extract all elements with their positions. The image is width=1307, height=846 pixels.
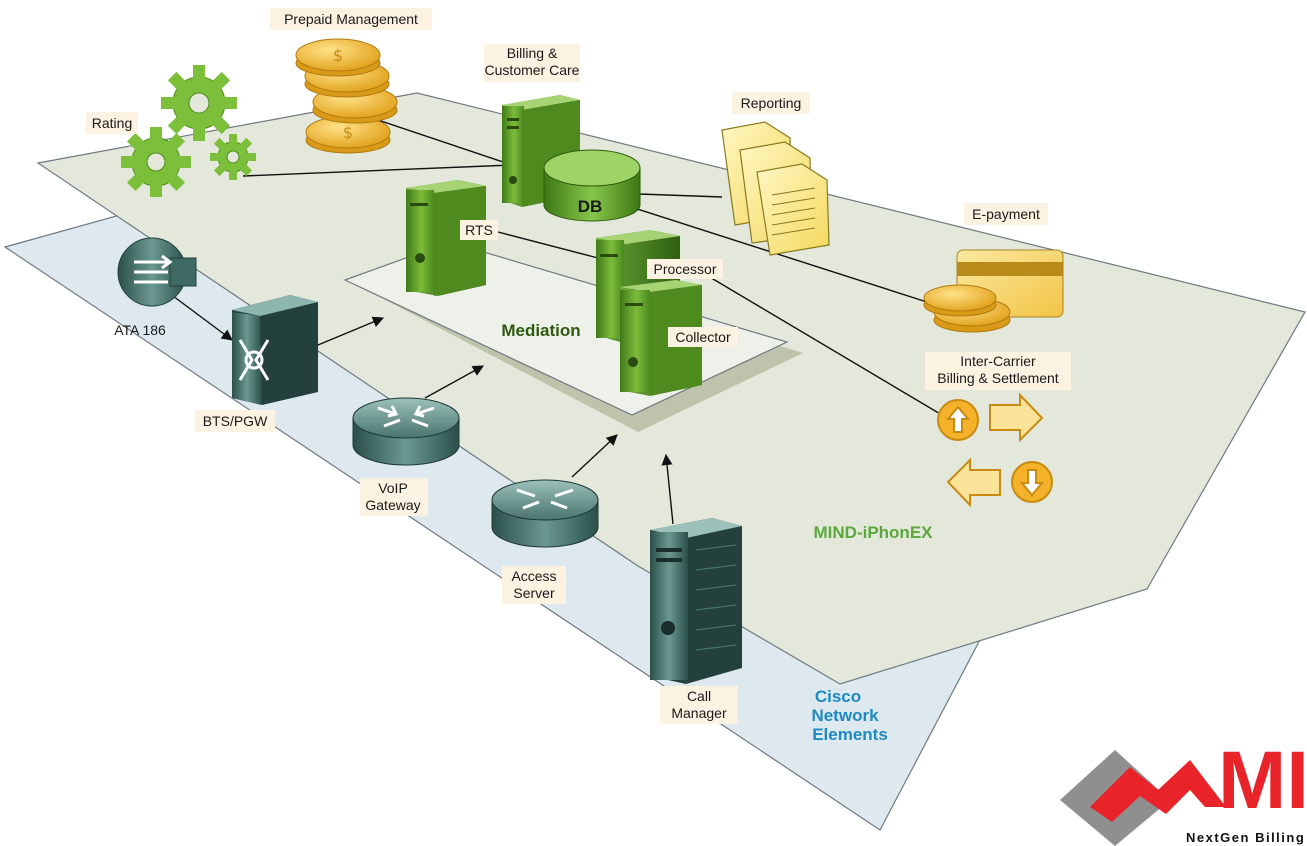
voip-label-line1: VoIP bbox=[378, 480, 408, 496]
rating-label: Rating bbox=[92, 115, 132, 131]
access-label-line2: Server bbox=[513, 585, 555, 601]
logo-wordmark: MI bbox=[1218, 735, 1307, 826]
collector-server-icon bbox=[620, 280, 702, 396]
mediation-title: Mediation bbox=[501, 321, 580, 340]
epayment-label: E-payment bbox=[972, 206, 1040, 222]
call-manager-server-icon bbox=[650, 518, 742, 684]
callmanager-label-line2: Manager bbox=[671, 705, 727, 721]
cisco-title-line3: Elements bbox=[812, 725, 888, 744]
svg-text:$: $ bbox=[343, 123, 353, 142]
collector-label: Collector bbox=[675, 329, 731, 345]
database-icon bbox=[543, 149, 641, 222]
intercarrier-label-line2: Billing & Settlement bbox=[937, 370, 1059, 386]
db-label: DB bbox=[578, 197, 603, 216]
reports-icon bbox=[721, 121, 830, 256]
voip-label-line2: Gateway bbox=[365, 497, 420, 513]
router-icon bbox=[352, 397, 460, 466]
access-router-icon bbox=[491, 479, 599, 548]
arrows bbox=[164, 289, 674, 525]
cisco-title-line1: Cisco bbox=[815, 687, 861, 706]
connector-lines bbox=[242, 119, 943, 416]
bts-label: BTS/PGW bbox=[203, 413, 268, 429]
svg-text:$: $ bbox=[333, 46, 343, 65]
company-logo: MI NextGen Billing bbox=[1060, 735, 1307, 846]
payment-coins-icon bbox=[923, 284, 1011, 333]
billing-label-line1: Billing & bbox=[507, 45, 558, 61]
prepaid-label: Prepaid Management bbox=[284, 11, 418, 27]
mind-plane-title: MIND-iPhonEX bbox=[814, 523, 934, 542]
switch-icon bbox=[232, 295, 318, 405]
rts-label: RTS bbox=[465, 222, 493, 238]
access-label-line1: Access bbox=[511, 568, 556, 584]
ata-label: ATA 186 bbox=[114, 322, 166, 338]
ata-device-icon bbox=[117, 237, 197, 307]
callmanager-label-line1: Call bbox=[687, 688, 711, 704]
logo-red-peaks bbox=[1090, 760, 1226, 822]
rts-server-icon bbox=[406, 180, 486, 296]
cisco-title-line2: Network bbox=[811, 706, 879, 725]
intercarrier-label-line1: Inter-Carrier bbox=[960, 353, 1036, 369]
reporting-label: Reporting bbox=[741, 95, 802, 111]
gears-icon bbox=[121, 65, 256, 197]
coin-stack-icon: $ $ bbox=[295, 38, 398, 154]
billing-label-line2: Customer Care bbox=[485, 62, 580, 78]
processor-label: Processor bbox=[653, 261, 716, 277]
settlement-cycle-icon bbox=[937, 392, 1053, 508]
logo-tagline: NextGen Billing bbox=[1186, 830, 1305, 845]
